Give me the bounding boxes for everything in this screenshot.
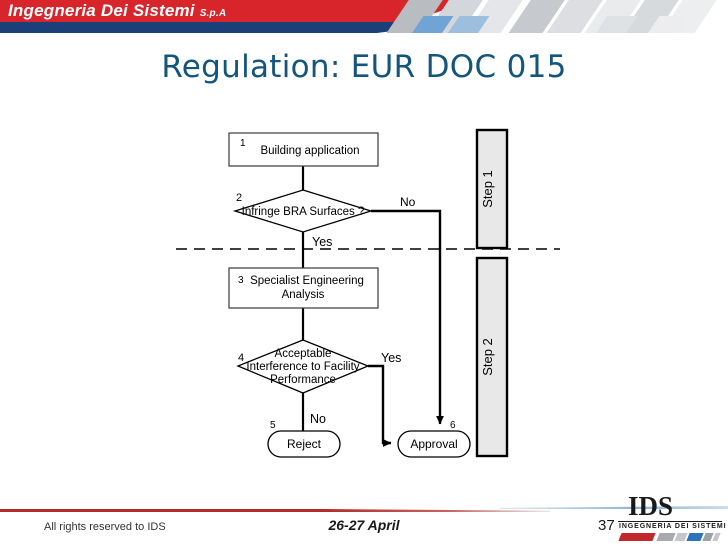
flow-node-4-label-line3: Performance: [270, 374, 336, 386]
ids-logo-bars: [618, 533, 721, 541]
edge-label-2-yes: Yes: [312, 235, 332, 249]
ids-logo-title: IDS: [628, 491, 674, 521]
flow-node-5: 5 Reject: [267, 420, 341, 458]
footer-rule-red: [0, 509, 330, 512]
header-banner: Ingegneria Dei Sistemi S.p.A: [0, 0, 728, 33]
ids-logo-bar-gray1: [656, 533, 676, 541]
ids-logo-bar-red: [618, 533, 656, 541]
company-name-text: Ingegneria Dei Sistemi: [8, 1, 195, 20]
ids-logo-bar-gray4: [712, 533, 721, 541]
step-bar-1: Step 1: [475, 128, 509, 250]
edge-4-yes-to-approval: [368, 364, 392, 447]
flow-node-5-id: 5: [270, 420, 276, 431]
header-red-band: [0, 0, 400, 22]
footer: All rights reserved to IDS 26-27 April 3…: [0, 490, 728, 546]
page-title: Regulation: EUR DOC 015: [161, 49, 567, 85]
footer-rights-text: All rights reserved to IDS: [44, 521, 166, 533]
flow-node-1: 1 Building application: [228, 132, 379, 167]
flow-node-2-label: Infringe BRA Surfaces ?: [242, 206, 365, 218]
header-blue-band: [0, 22, 370, 33]
flow-node-2: 2 Infringe BRA Surfaces ? No Yes: [232, 189, 416, 249]
ids-logo: IDS INGEGNERIA DEI SISTEMI: [618, 491, 726, 541]
flow-node-3-id: 3: [238, 275, 244, 286]
flow-node-4-label-line2: Interference to Facility: [246, 361, 359, 373]
flow-node-1-id: 1: [240, 138, 246, 149]
flow-node-4-label-line1: Acceptable: [275, 348, 332, 360]
ids-logo-subtitle: INGEGNERIA DEI SISTEMI: [619, 523, 727, 530]
edge-label-2-no: No: [400, 195, 416, 209]
flow-node-5-label: Reject: [287, 437, 322, 451]
footer-rule-red-taper: [320, 509, 550, 512]
ids-logo-bar-blue: [686, 533, 704, 541]
step-bar-2-label: Step 2: [480, 338, 495, 376]
step-bar-2: Step 2: [475, 256, 509, 458]
flow-node-2-id: 2: [236, 192, 242, 204]
flow-node-3-label-line1: Specialist Engineering: [250, 275, 364, 287]
step-bar-1-label: Step 1: [480, 170, 495, 208]
flow-node-6-id: 6: [450, 420, 456, 431]
company-name: Ingegneria Dei Sistemi S.p.A: [8, 0, 226, 22]
flow-node-4: 4 Acceptable Interference to Facility Pe…: [236, 339, 401, 426]
flow-node-4-id: 4: [238, 352, 244, 364]
footer-date-text: 26-27 April: [328, 517, 400, 533]
flow-node-3: 3 Specialist Engineering Analysis: [228, 267, 379, 309]
flow-node-1-label: Building application: [260, 145, 359, 157]
ids-logo-rule: [618, 521, 722, 522]
footer-rule-blue: [500, 506, 728, 509]
flow-node-6: 6 Approval: [397, 420, 471, 458]
edge-label-4-no: No: [310, 412, 326, 426]
flow-node-3-label-line2: Analysis: [282, 289, 325, 301]
flow-node-6-label: Approval: [410, 437, 457, 451]
page-number: 37: [598, 517, 615, 534]
edge-label-4-yes: Yes: [381, 351, 401, 365]
edge-2-no-to-approval: [371, 209, 444, 425]
company-suffix: S.p.A: [199, 8, 227, 19]
